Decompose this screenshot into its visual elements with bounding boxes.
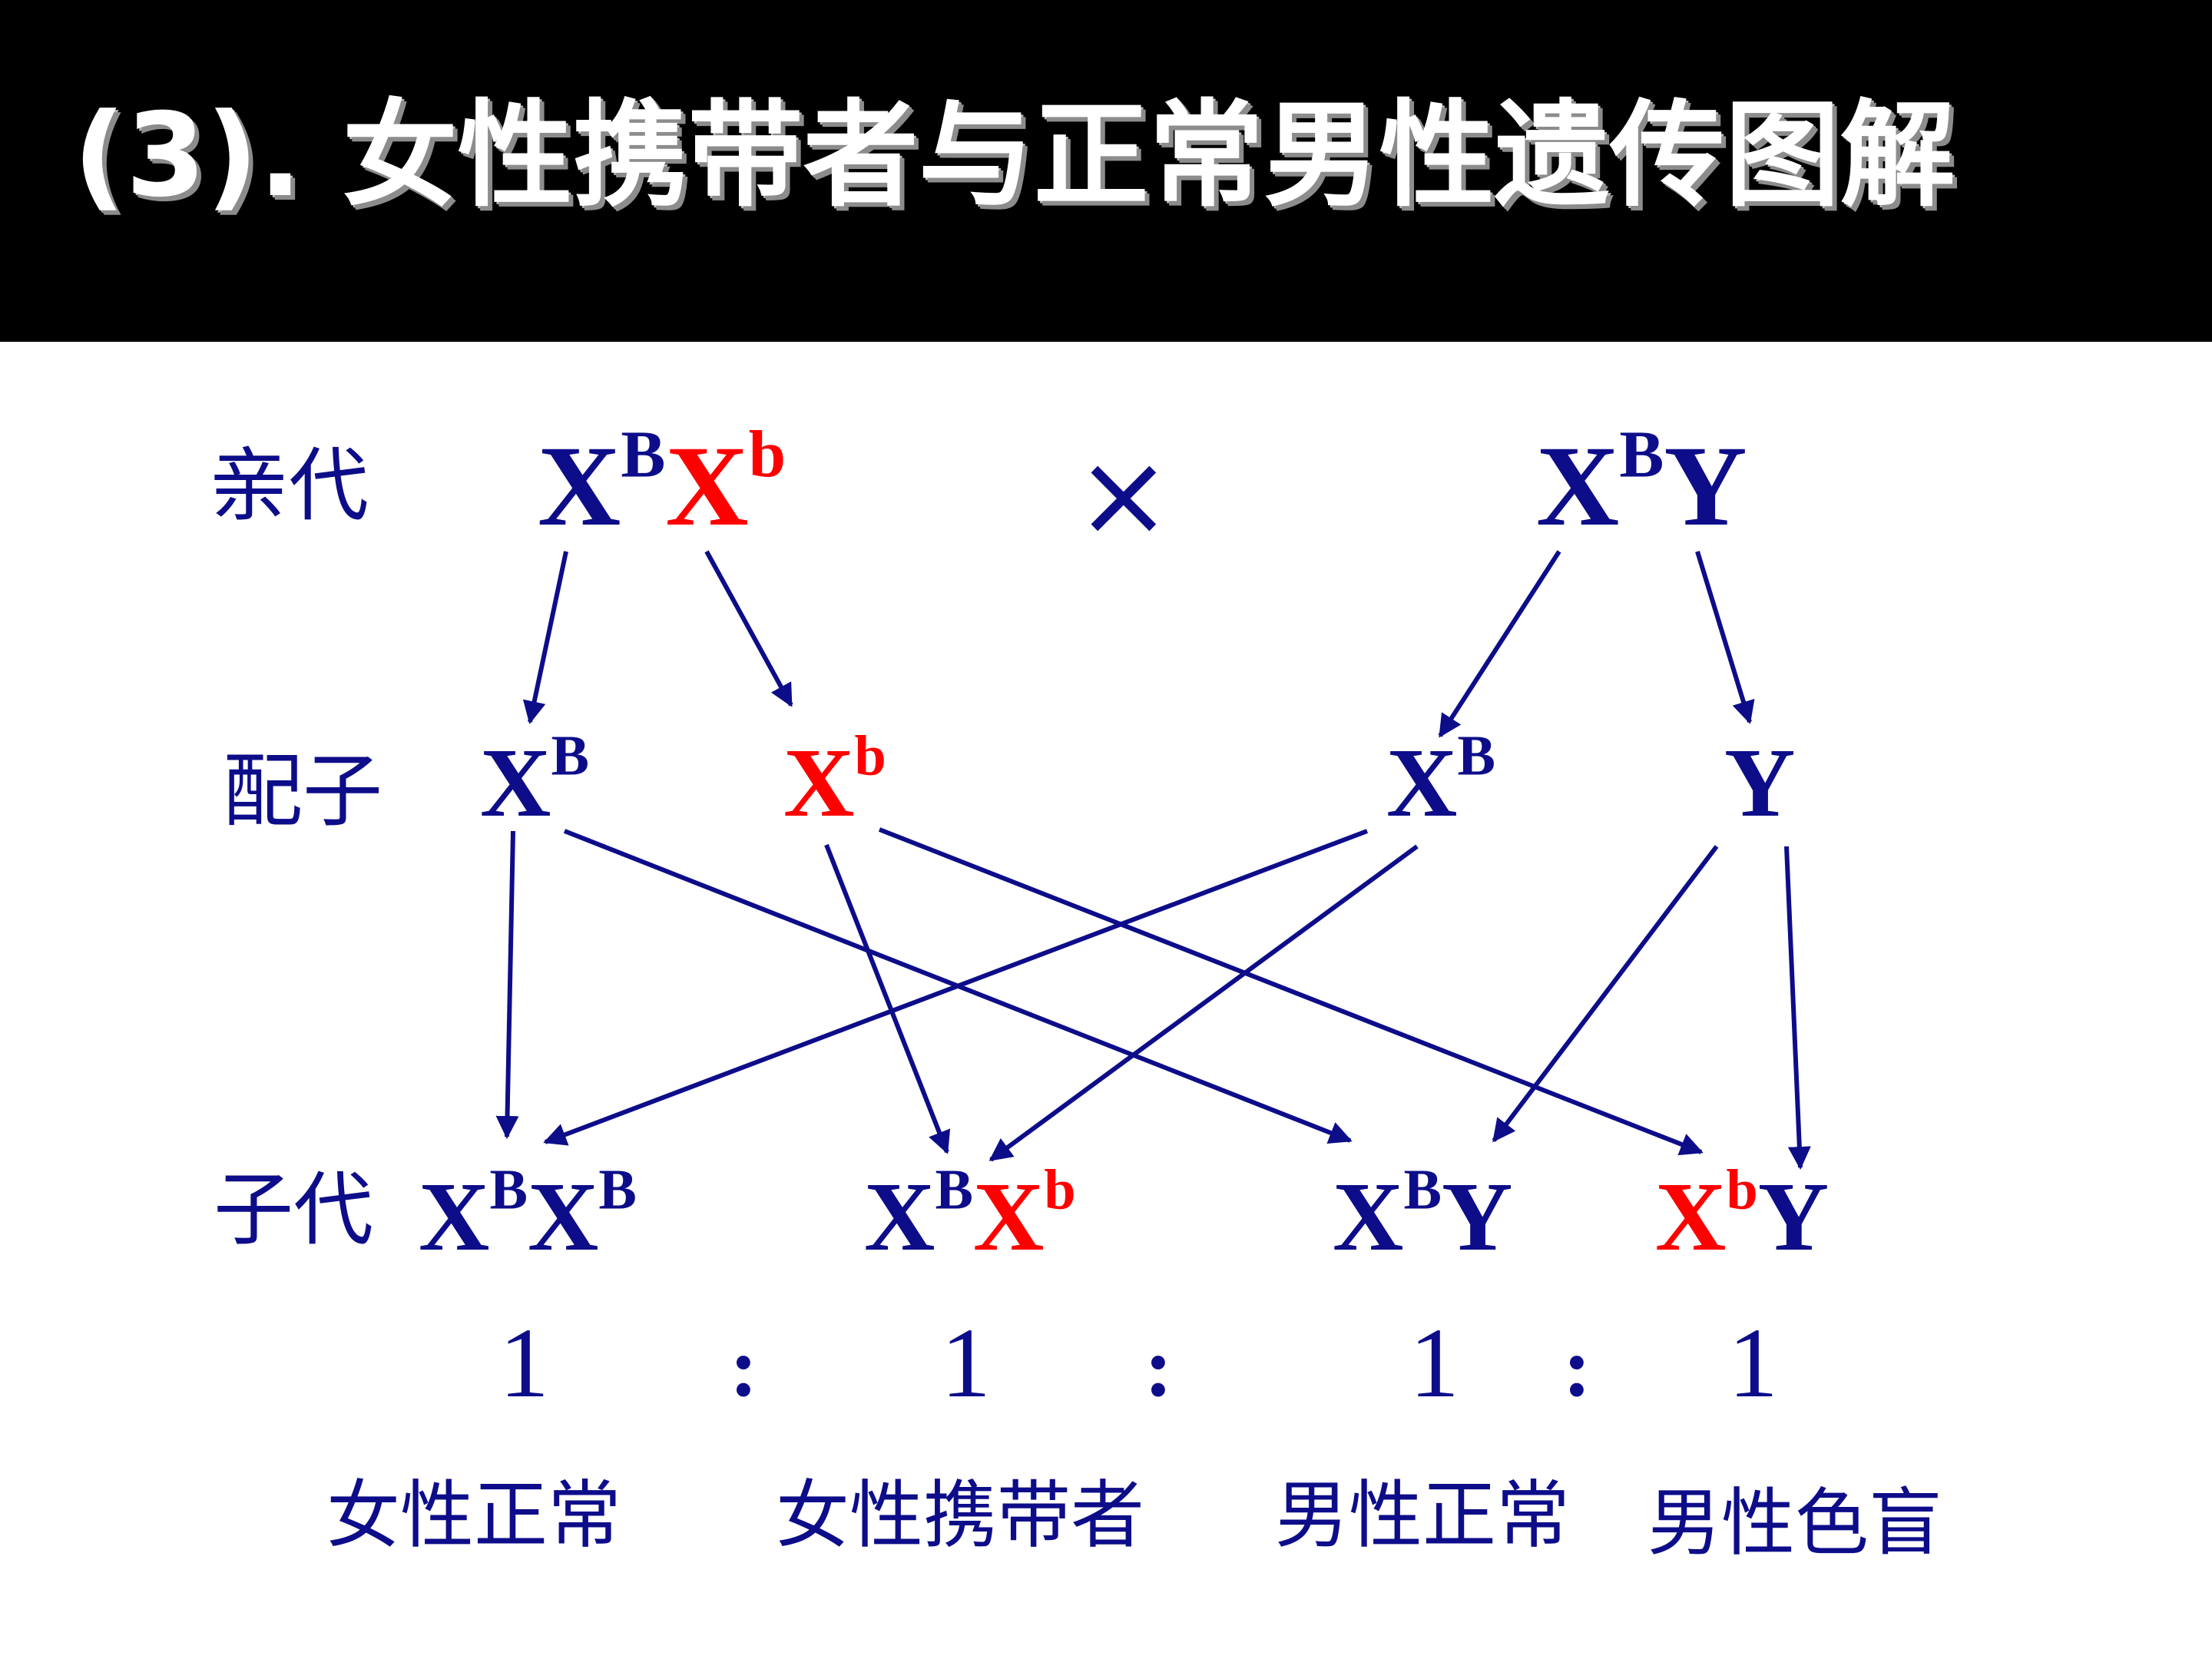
- gamete-father-x: XB: [1386, 724, 1495, 837]
- offspring-xbxb-carrier: XBXb: [864, 1158, 1076, 1271]
- gamete-mother-dominant: XB: [480, 724, 589, 837]
- ratio-2: 1: [941, 1308, 991, 1419]
- father-genotype: XBY: [1536, 416, 1747, 550]
- arrow-father-xb-to-offspring-1: [543, 829, 1369, 1146]
- offspring-xby: XBY: [1333, 1158, 1513, 1271]
- ratio-colon-2: :: [1144, 1320, 1173, 1414]
- phenotype-female-carrier: 女性携带者: [776, 1472, 1144, 1558]
- ratio-4: 1: [1728, 1308, 1778, 1419]
- slide-title: (3). 女性携带者与正常男性遗传图解: [73, 89, 1955, 223]
- arrow-y-to-offspring-3: [1492, 845, 1719, 1143]
- arrow-y-to-offspring-4: [1784, 846, 1811, 1170]
- phenotype-male-colorblind: 男性色盲: [1647, 1480, 1942, 1566]
- arrow-father-to-gamete-xb: [1438, 550, 1561, 738]
- row-label-gametes: 配子: [223, 744, 383, 838]
- offspring-xby-colorblind: XbY: [1655, 1158, 1830, 1271]
- ratio-colon-3: :: [1563, 1320, 1591, 1414]
- arrow-mother-to-gamete-xb: [522, 551, 568, 724]
- offspring-xbxb: XBXB: [419, 1158, 637, 1271]
- gamete-mother-recessive: Xb: [783, 724, 886, 837]
- ratio-3: 1: [1409, 1308, 1459, 1419]
- arrow-mother-to-gamete-xb-recessive: [704, 550, 793, 707]
- ratio-colon-1: :: [730, 1320, 758, 1414]
- phenotype-male-normal: 男性正常: [1275, 1472, 1570, 1558]
- row-label-parents: 亲代: [209, 439, 369, 532]
- arrow-father-to-gamete-y: [1695, 551, 1755, 724]
- row-label-offspring: 子代: [214, 1163, 374, 1257]
- arrow-father-xb-to-offspring-2: [988, 844, 1419, 1162]
- arrow-xb-to-offspring-1: [495, 830, 519, 1139]
- mother-genotype: XBXb: [538, 416, 786, 550]
- ratio-1: 1: [499, 1308, 549, 1419]
- phenotype-female-normal: 女性正常: [326, 1472, 621, 1558]
- arrow-xb-recessive-to-offspring-4: [878, 827, 1704, 1156]
- arrow-xb-recessive-to-offspring-2: [824, 843, 951, 1154]
- cross-symbol: ×: [1075, 429, 1172, 562]
- gamete-father-y: Y: [1724, 728, 1796, 837]
- title-bar: (3). 女性携带者与正常男性遗传图解: [0, 0, 2212, 342]
